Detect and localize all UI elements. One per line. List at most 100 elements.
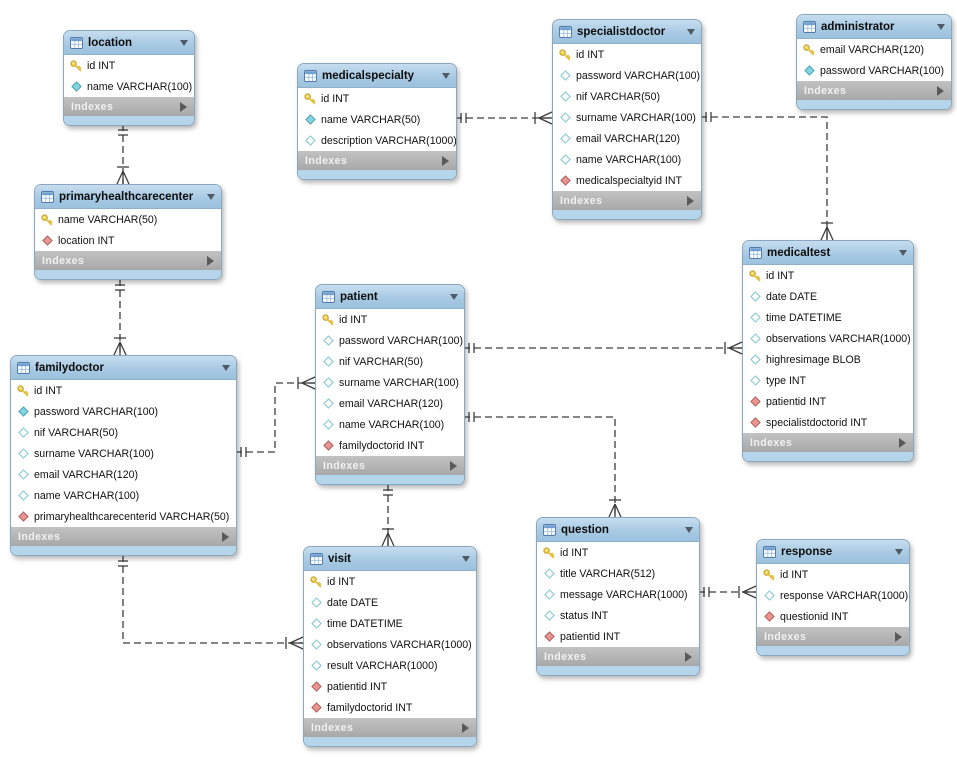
indexes-section[interactable]: Indexes [757, 627, 909, 646]
collapse-triangle-icon[interactable] [687, 28, 695, 35]
column-row[interactable]: name VARCHAR(100) [64, 76, 194, 97]
relation-question-response[interactable] [698, 585, 757, 599]
expand-arrow-icon[interactable] [180, 101, 187, 112]
column-row[interactable]: result VARCHAR(1000) [304, 655, 476, 676]
column-row[interactable]: surname VARCHAR(100) [553, 107, 701, 128]
column-row[interactable]: name VARCHAR(50) [298, 109, 456, 130]
column-row[interactable]: time DATETIME [304, 613, 476, 634]
table-header[interactable]: administrator [797, 15, 951, 39]
table-header[interactable]: question [537, 518, 699, 542]
expand-arrow-icon[interactable] [899, 437, 906, 448]
column-row[interactable]: description VARCHAR(1000) [298, 130, 456, 151]
table-header[interactable]: specialistdoctor [553, 20, 701, 44]
expand-arrow-icon[interactable] [207, 255, 214, 266]
column-row[interactable]: id INT [743, 265, 913, 286]
indexes-section[interactable]: Indexes [797, 81, 951, 100]
column-row[interactable]: id INT [64, 55, 194, 76]
column-row[interactable]: patientid INT [304, 676, 476, 697]
column-row[interactable]: date DATE [304, 592, 476, 613]
relation-specialistdoctor-medicaltest[interactable] [700, 112, 834, 241]
relation-primaryhealthcarecenter-familydoctor[interactable] [113, 279, 127, 356]
column-row[interactable]: patientid INT [743, 391, 913, 412]
column-row[interactable]: id INT [304, 571, 476, 592]
column-row[interactable]: response VARCHAR(1000) [757, 585, 909, 606]
column-row[interactable]: location INT [35, 230, 221, 251]
column-row[interactable]: specialistdoctorid INT [743, 412, 913, 433]
table-header[interactable]: patient [316, 285, 464, 309]
indexes-section[interactable]: Indexes [35, 251, 221, 270]
column-row[interactable]: status INT [537, 605, 699, 626]
expand-arrow-icon[interactable] [895, 631, 902, 642]
column-row[interactable]: familydoctorid INT [316, 435, 464, 456]
collapse-triangle-icon[interactable] [207, 193, 215, 200]
column-row[interactable]: nif VARCHAR(50) [316, 351, 464, 372]
column-row[interactable]: message VARCHAR(1000) [537, 584, 699, 605]
expand-arrow-icon[interactable] [442, 155, 449, 166]
collapse-triangle-icon[interactable] [937, 23, 945, 30]
collapse-triangle-icon[interactable] [899, 249, 907, 256]
column-row[interactable]: id INT [553, 44, 701, 65]
expand-arrow-icon[interactable] [222, 531, 229, 542]
column-row[interactable]: observations VARCHAR(1000) [743, 328, 913, 349]
indexes-section[interactable]: Indexes [537, 647, 699, 666]
indexes-section[interactable]: Indexes [11, 527, 236, 546]
column-row[interactable]: familydoctorid INT [304, 697, 476, 718]
collapse-triangle-icon[interactable] [222, 364, 230, 371]
column-row[interactable]: patientid INT [537, 626, 699, 647]
column-row[interactable]: time DATETIME [743, 307, 913, 328]
indexes-section[interactable]: Indexes [743, 433, 913, 452]
indexes-section[interactable]: Indexes [316, 456, 464, 475]
relation-familydoctor-visit[interactable] [118, 555, 304, 650]
column-row[interactable]: nif VARCHAR(50) [11, 422, 236, 443]
table-header[interactable]: familydoctor [11, 356, 236, 380]
column-row[interactable]: email VARCHAR(120) [797, 39, 951, 60]
column-row[interactable]: type INT [743, 370, 913, 391]
table-header[interactable]: medicaltest [743, 241, 913, 265]
column-row[interactable]: name VARCHAR(50) [35, 209, 221, 230]
column-row[interactable]: password VARCHAR(100) [797, 60, 951, 81]
expand-arrow-icon[interactable] [937, 85, 944, 96]
table-header[interactable]: location [64, 31, 194, 55]
collapse-triangle-icon[interactable] [180, 39, 188, 46]
column-row[interactable]: id INT [11, 380, 236, 401]
collapse-triangle-icon[interactable] [895, 548, 903, 555]
table-header[interactable]: response [757, 540, 909, 564]
relation-location-primaryhealthcarecenter[interactable] [116, 124, 130, 185]
column-row[interactable]: password VARCHAR(100) [11, 401, 236, 422]
relation-medicalspecialty-specialistdoctor[interactable] [455, 111, 553, 125]
expand-arrow-icon[interactable] [462, 722, 469, 733]
collapse-triangle-icon[interactable] [462, 555, 470, 562]
expand-arrow-icon[interactable] [685, 651, 692, 662]
collapse-triangle-icon[interactable] [442, 72, 450, 79]
column-row[interactable]: observations VARCHAR(1000) [304, 634, 476, 655]
column-row[interactable]: surname VARCHAR(100) [11, 443, 236, 464]
collapse-triangle-icon[interactable] [450, 293, 458, 300]
relation-patient-visit[interactable] [381, 484, 395, 547]
indexes-section[interactable]: Indexes [64, 97, 194, 116]
column-row[interactable]: password VARCHAR(100) [316, 330, 464, 351]
column-row[interactable]: name VARCHAR(100) [553, 149, 701, 170]
expand-arrow-icon[interactable] [687, 195, 694, 206]
indexes-section[interactable]: Indexes [298, 151, 456, 170]
indexes-section[interactable]: Indexes [304, 718, 476, 737]
column-row[interactable]: id INT [757, 564, 909, 585]
column-row[interactable]: questionid INT [757, 606, 909, 627]
relation-patient-medicaltest[interactable] [463, 341, 743, 355]
column-row[interactable]: email VARCHAR(120) [316, 393, 464, 414]
column-row[interactable]: password VARCHAR(100) [553, 65, 701, 86]
column-row[interactable]: date DATE [743, 286, 913, 307]
table-header[interactable]: primaryhealthcarecenter [35, 185, 221, 209]
relation-patient-question[interactable] [463, 412, 622, 518]
table-header[interactable]: medicalspecialty [298, 64, 456, 88]
column-row[interactable]: name VARCHAR(100) [11, 485, 236, 506]
column-row[interactable]: name VARCHAR(100) [316, 414, 464, 435]
column-row[interactable]: nif VARCHAR(50) [553, 86, 701, 107]
